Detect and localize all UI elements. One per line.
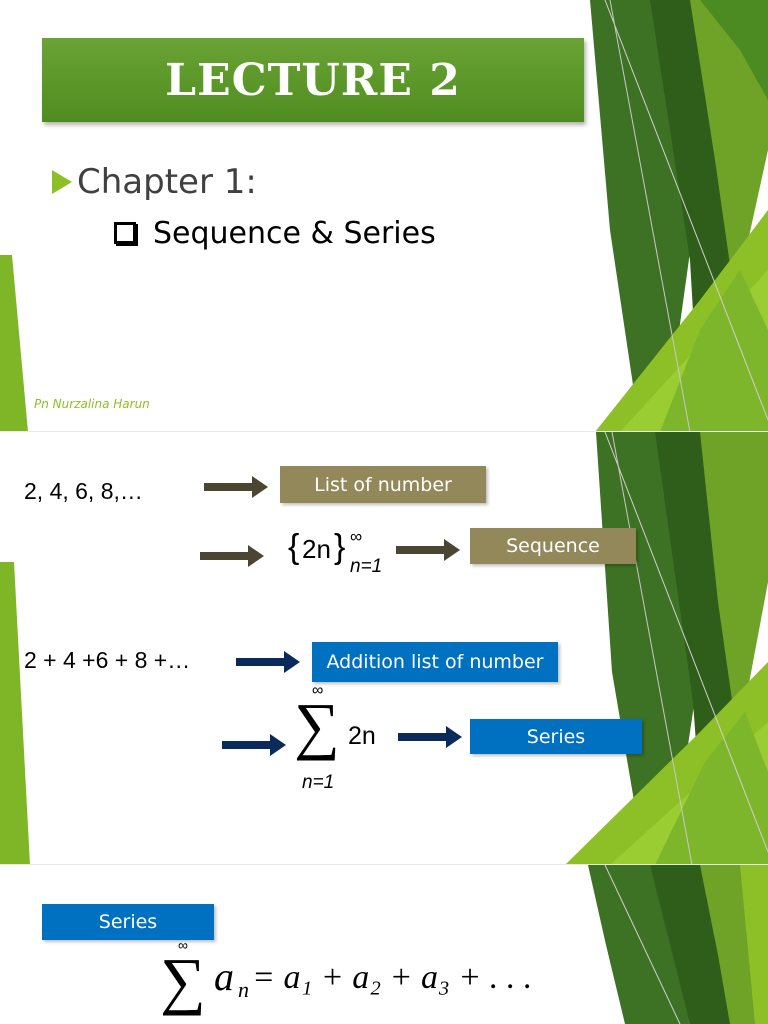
title-banner: LECTURE 2: [42, 38, 584, 122]
sequence-term: 2n: [302, 534, 331, 564]
series-superscript: ∞: [312, 682, 324, 699]
sequence-brace-close: }: [334, 528, 346, 566]
arrow-right-icon: [200, 545, 264, 567]
series-formula-expansion: = a₁ + a₂ + a₃ + . . .: [252, 959, 533, 996]
number-list-expression: 2, 4, 6, 8,…: [24, 478, 143, 504]
sigma-symbol: ∑: [294, 690, 340, 761]
series-formula-sigma: ∑: [160, 945, 206, 1016]
green-decoration-slide3: [588, 865, 768, 1024]
series-term: 2n: [348, 722, 376, 750]
sequence-subscript: n=1: [350, 556, 383, 577]
author-footer: Pn Nurzalina Harun: [34, 397, 150, 411]
arrow-right-icon: [396, 539, 460, 561]
sequence-brace-open: {: [288, 528, 300, 566]
checkbox-bullet-icon: [114, 222, 136, 244]
series-heading-label: Series: [42, 904, 214, 940]
arrow-right-icon: [236, 651, 300, 673]
addition-list-label: Addition list of number: [312, 642, 558, 682]
slide-1: LECTURE 2 Chapter 1: Sequence & Series P…: [0, 0, 768, 432]
series-label: Series: [470, 719, 642, 754]
sequence-label: Sequence: [470, 528, 636, 564]
slide-title: LECTURE 2: [165, 54, 461, 106]
arrow-right-icon: [398, 726, 462, 748]
arrow-right-icon: [204, 476, 268, 498]
topic-text: Sequence & Series: [153, 216, 436, 251]
series-formula-term-subscript: n: [238, 977, 249, 1002]
green-decoration-slide1: [0, 0, 768, 432]
slide-3: Series ∞ ∑ a n = a₁ + a₂ + a₃ + . . .: [0, 865, 768, 1024]
arrow-right-icon: [222, 734, 286, 756]
list-of-number-label: List of number: [280, 466, 486, 503]
series-subscript: n=1: [302, 772, 335, 793]
sequence-superscript: ∞: [350, 527, 363, 546]
bullet-triangle-icon: [52, 170, 72, 194]
series-formula-term: a: [214, 954, 234, 999]
slide-2: 2, 4, 6, 8,… List of number { 2n } ∞ n=1…: [0, 432, 768, 865]
addition-expression: 2 + 4 +6 + 8 +…: [24, 647, 191, 673]
chapter-heading: Chapter 1:: [77, 162, 257, 202]
series-formula-superscript: ∞: [178, 937, 188, 953]
